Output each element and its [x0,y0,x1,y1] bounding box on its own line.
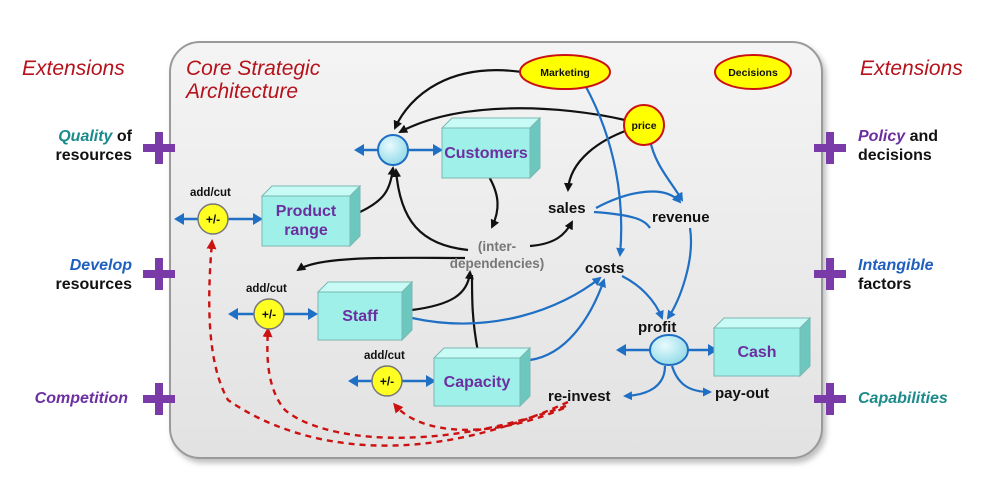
decisions-node: Decisions [714,54,792,90]
plus-icon [143,383,175,415]
right-item-capabilities: Capabilities [858,390,948,407]
price-node: price [623,104,665,146]
revenue-label: revenue [652,209,710,226]
arrow-staff-to-costs [411,276,602,325]
extensions-right-title: Extensions [860,57,963,80]
staff-stock: Staff [316,280,414,342]
core-title-line2: Architecture [184,80,298,103]
pipe-arrowhead [616,344,626,356]
arrow-staff-to-inter [411,270,474,312]
staff-adjust-valve: +/- [253,298,285,330]
pipe-arrowhead [433,144,443,156]
capacity-stock: Capacity [432,346,532,408]
pipe-arrowhead [253,213,263,225]
cash-valve [649,334,689,366]
pipe-arrowhead [228,308,238,320]
left-item-quality: Quality of [58,128,132,145]
costs-label: costs [585,260,624,277]
product-range-label-line2: range [284,222,328,239]
left-item-develop-line2: resources [56,276,133,293]
arrow-reinvest-to-capacity [393,402,565,431]
pipe-arrowhead [426,375,436,387]
left-item-competition: Competition [35,390,129,407]
plus-icon [143,258,175,290]
sales-label: sales [548,200,586,217]
pipe-arrowhead [348,375,358,387]
cash-stock: Cash [712,316,812,378]
quality-rest: of [112,128,132,145]
pipe-arrowhead [708,344,718,356]
arrow-capacity-to-inter [470,274,480,353]
arrow-revenue-to-profit [666,227,693,320]
customers-valve [377,134,409,166]
right-item-intangible-line2: factors [858,276,911,293]
extensions-left-title: Extensions [22,57,125,80]
arrow-reinvest-to-staff [262,327,567,439]
marketing-label: Marketing [540,67,590,79]
plus-icon [814,383,846,415]
arrow-marketing-to-costs [584,84,626,257]
profit-label: profit [638,319,676,336]
arrow-profit-to-reinvest [623,365,667,401]
payout-label: pay-out [715,385,769,402]
price-label: price [631,120,656,132]
plus-icon [143,132,175,164]
plus-icon [814,132,846,164]
policy-rest: and [905,128,938,145]
arrow-sales-to-costs [593,210,651,229]
add-cut-label: add/cut [364,350,405,362]
arrow-sales-to-revenue [595,190,682,209]
arrow-price-to-sales [563,128,629,192]
capacity-label: Capacity [444,374,511,391]
plus-minus-label: +/- [380,375,394,389]
arrow-customers-to-inter [487,174,500,229]
add-cut-label: add/cut [246,283,287,295]
product-range-label-line1: Product [276,203,337,220]
pipe-arrowhead [174,213,184,225]
pipe-arrowhead [354,144,364,156]
cash-label: Cash [737,344,776,361]
arrow-inter-to-sales [529,220,573,248]
arrow-marketing-to-customers [393,69,523,130]
reinvest-label: re-invest [548,388,611,405]
plus-minus-label: +/- [262,308,276,322]
staff-label: Staff [342,308,378,325]
pipe-arrowhead [308,308,318,320]
customers-label: Customers [444,145,528,162]
left-item-quality-line2: resources [56,147,133,164]
left-item-develop: Develop [70,257,132,274]
product-range-stock: Product range [260,184,362,248]
policy-italic: Policy [858,128,906,145]
core-title-line1: Core Strategic [186,57,321,80]
arrow-reinvest-to-product [206,239,569,447]
right-item-intangible: Intangible [858,257,934,274]
arrow-inter-to-staff [296,256,466,272]
customers-stock: Customers [440,116,542,180]
plus-icon [814,258,846,290]
quality-italic: Quality [58,128,113,145]
plus-minus-label: +/- [206,213,220,227]
arrow-inter-to-customers [392,168,469,252]
add-cut-label: add/cut [190,187,231,199]
arrow-costs-to-profit [621,275,664,320]
capacity-adjust-valve: +/- [371,365,403,397]
decisions-label: Decisions [728,67,778,79]
interdependencies-label-line1: (inter- [478,239,516,254]
product-adjust-valve: +/- [197,203,229,235]
arrow-profit-to-payout [670,365,712,397]
marketing-node: Marketing [519,54,611,90]
right-item-policy: Policy and [858,128,938,145]
arrow-capacity-to-costs [529,278,606,362]
right-item-policy-line2: decisions [858,147,932,164]
interdependencies-label-line2: dependencies) [450,256,545,271]
